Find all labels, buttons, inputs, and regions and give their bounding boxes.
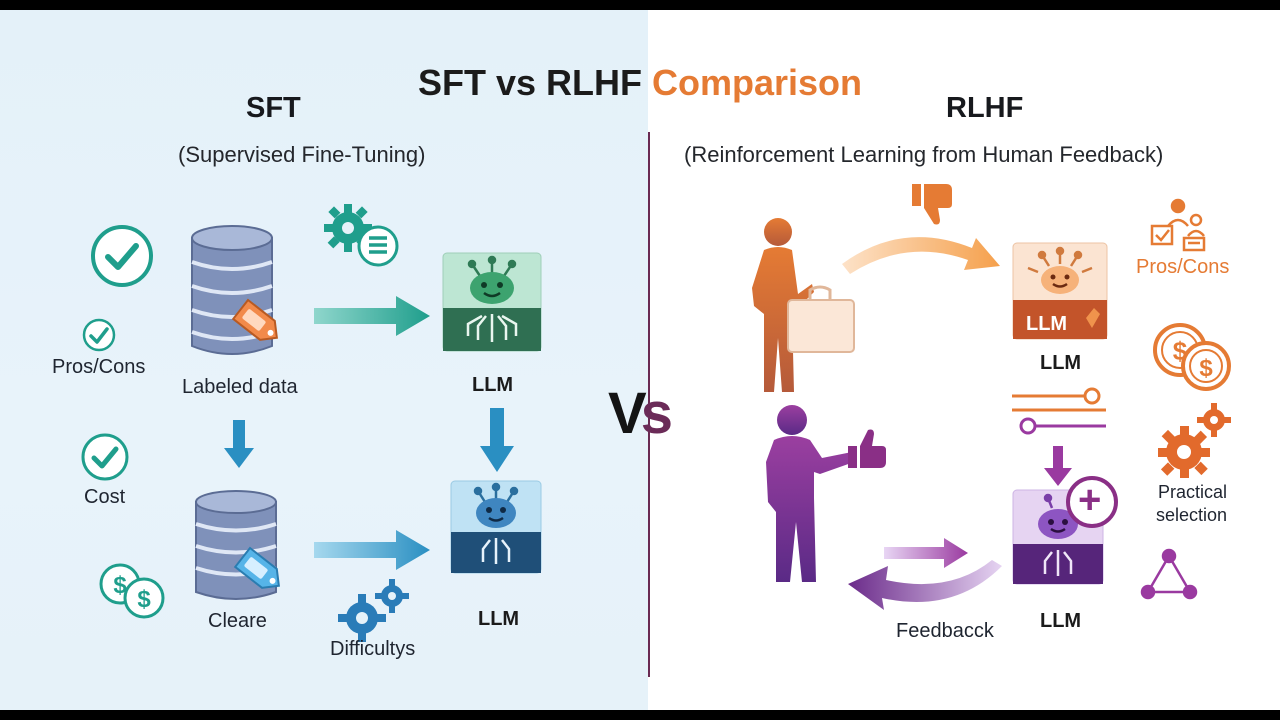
arrow-right-purple-icon (884, 536, 970, 570)
sft-heading: SFT (246, 92, 301, 124)
database-labeled-icon (186, 222, 316, 372)
rlhf-pros-cons-label: Pros/Cons (1136, 256, 1230, 278)
arrow-right-bottom-icon (314, 528, 434, 572)
svg-text:$: $ (137, 586, 151, 613)
vs-label: Vs (608, 380, 673, 447)
sliders-icon (1010, 386, 1110, 444)
title-accent: Comparison (652, 62, 863, 103)
sft-llm-bottom-label: LLM (478, 608, 520, 630)
plus-icon: + (1078, 478, 1102, 522)
coins-icon: $$ (96, 558, 168, 622)
rlhf-llm-bottom-label: LLM (1040, 610, 1082, 632)
clear-label: Cleare (208, 610, 267, 632)
diagram-canvas: SFT vs RLHF Comparison SFT (Supervised F… (0, 10, 1280, 710)
sft-cost-label: Cost (84, 486, 126, 508)
rlhf-heading: RLHF (946, 92, 1024, 124)
llm-robot-green-icon (442, 252, 542, 352)
network-triangle-icon (1140, 546, 1198, 604)
difficulty-label: Difficultys (330, 638, 416, 660)
check-circle-icon (90, 224, 154, 288)
arrow-right-icon (314, 294, 434, 338)
team-checklist-icon (1150, 196, 1210, 254)
llm-robot-purple-icon (1012, 476, 1118, 586)
sft-subheading: (Supervised Fine-Tuning) (178, 142, 426, 167)
check-circle-small-icon (82, 318, 116, 352)
gears-icon (336, 576, 412, 644)
arrow-down-purple-icon (1044, 446, 1072, 486)
svg-text:$: $ (1199, 355, 1213, 382)
rlhf-subheading: (Reinforcement Learning from Human Feedb… (684, 142, 1164, 167)
gear-list-icon (322, 200, 402, 270)
feedback-label: Feedbacck (896, 620, 994, 642)
thumbs-down-icon (910, 180, 958, 228)
sft-pros-cons-label: Pros/Cons (52, 356, 146, 378)
person-purple-thumbs-up-icon (760, 402, 902, 592)
title-main: SFT vs RLHF (417, 62, 642, 103)
database-clear-icon (192, 488, 316, 616)
gears-orange-icon (1156, 402, 1232, 482)
curved-arrow-left-icon (846, 558, 1006, 622)
rlhf-llm-top-label: LLM (1040, 352, 1082, 374)
center-divider (648, 132, 650, 677)
svg-text:$: $ (113, 572, 127, 599)
arrow-down-llm-icon (480, 408, 514, 472)
vs-s: s (640, 381, 673, 446)
vs-v: V (608, 381, 647, 446)
sft-llm-top-label: LLM (472, 374, 514, 396)
diagram-title: SFT vs RLHF Comparison (0, 62, 1280, 104)
check-circle-cost-icon (80, 432, 130, 482)
practical-label-line1: Practical (1158, 482, 1228, 502)
llm-robot-blue-icon (450, 480, 542, 574)
curved-arrow-right-icon (838, 216, 1008, 278)
coins-orange-icon: $ $ (1150, 320, 1234, 394)
rlhf-llm-box-label: LLM (1026, 313, 1068, 335)
llm-robot-orange-icon (1012, 242, 1108, 340)
arrow-down-icon (224, 420, 254, 468)
person-orange-icon (748, 214, 860, 396)
labeled-data-label: Labeled data (182, 376, 298, 398)
practical-label-line2: selection (1156, 505, 1228, 525)
